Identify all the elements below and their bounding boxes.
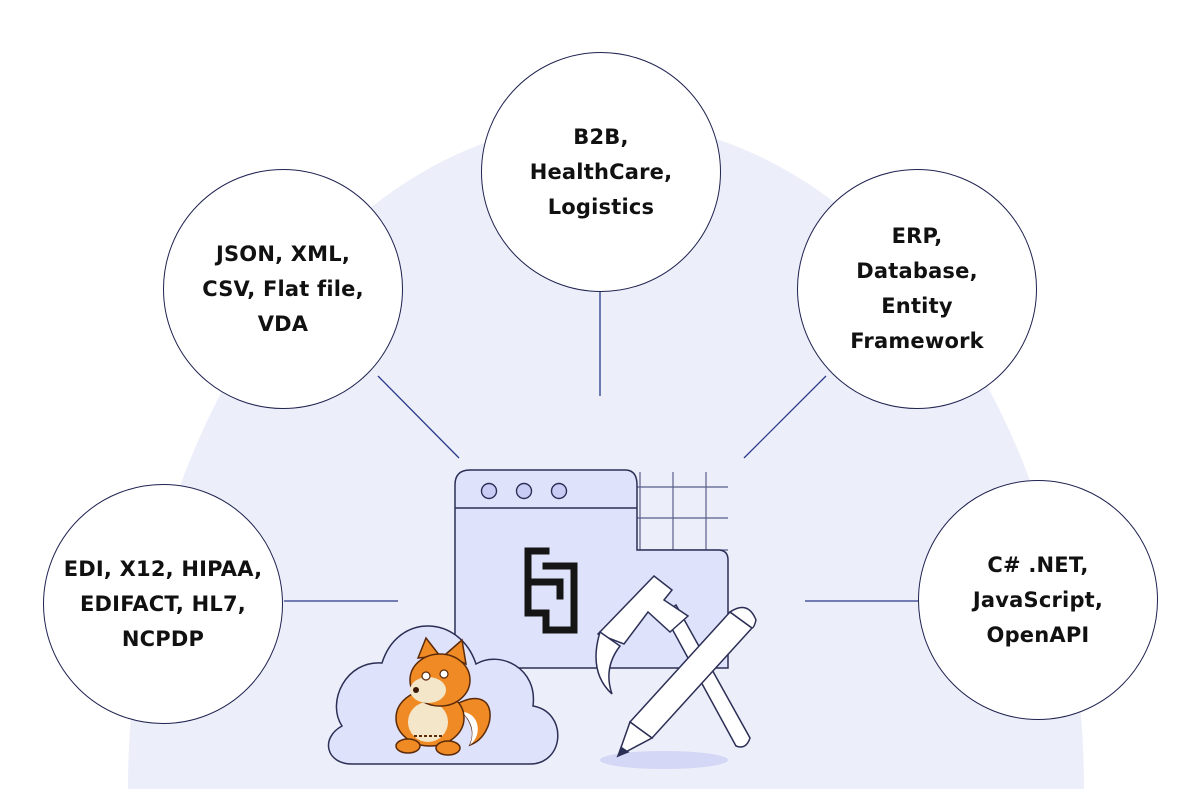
fox-eye-left	[421, 671, 431, 681]
hammer-claw	[595, 630, 622, 695]
pencil-tip	[616, 720, 654, 758]
ef-logo-icon	[524, 547, 578, 634]
bubble-languages-text: C# .NET, JavaScript, OpenAPI	[972, 552, 1104, 647]
fox-belly	[408, 702, 448, 742]
window-dot-1	[480, 482, 498, 500]
bubble-industries-text: B2B, HealthCare, Logistics	[529, 124, 673, 219]
fox-eye-right	[439, 669, 449, 679]
hammer-head	[596, 574, 690, 645]
window-dot-3	[550, 482, 568, 500]
fox-mascot-icon	[395, 636, 491, 756]
bubble-edi-standards-text: EDI, X12, HIPAA, EDIFACT, HL7, NCPDP	[63, 556, 263, 651]
bubble-edi-standards: EDI, X12, HIPAA, EDIFACT, HL7, NCPDP	[43, 484, 283, 724]
bubble-languages: C# .NET, JavaScript, OpenAPI	[918, 480, 1158, 720]
connector-left-upper	[377, 375, 460, 459]
fox-leg-left	[395, 738, 421, 754]
connector-right-upper	[743, 375, 827, 459]
pencil-icon	[616, 606, 757, 758]
connector-lines	[284, 292, 918, 602]
fox-nose	[413, 687, 419, 693]
bubble-file-formats: JSON, XML, CSV, Flat file, VDA	[163, 169, 403, 409]
bubble-data-storage: ERP, Database, Entity Framework	[797, 169, 1037, 409]
fox-leg-right	[435, 740, 461, 756]
fox-tail-tip	[462, 712, 478, 745]
window-dot-2	[515, 482, 533, 500]
bubble-data-storage-text: ERP, Database, Entity Framework	[850, 224, 984, 353]
pencil-lead	[616, 746, 630, 758]
bubble-industries: B2B, HealthCare, Logistics	[481, 52, 721, 292]
pencil-eraser	[728, 606, 757, 629]
bubble-file-formats-text: JSON, XML, CSV, Flat file, VDA	[202, 241, 364, 336]
fox-muzzle	[410, 677, 446, 703]
pencil-shadow	[600, 751, 728, 769]
